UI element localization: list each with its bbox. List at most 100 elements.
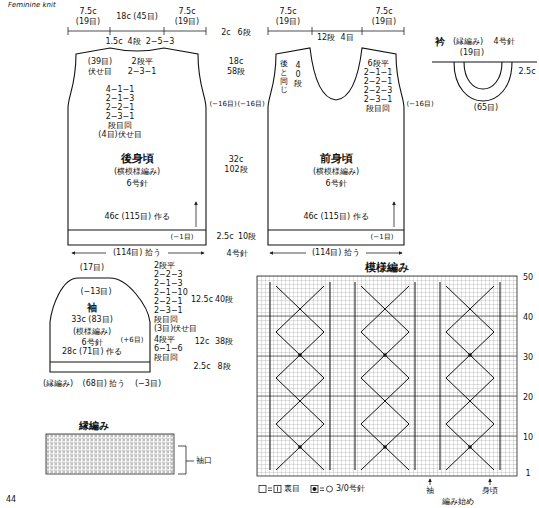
piece-outline-path: [268, 48, 404, 245]
chart-legend: 裏目3/0号針: [258, 483, 365, 494]
dimension-arrow: [366, 253, 402, 254]
dimension-label: (114目) 拾う: [312, 249, 360, 257]
dimension-label: 50: [523, 274, 533, 282]
knit-stitch-marks: [48, 435, 172, 473]
cuff-bracket: [178, 446, 194, 474]
dimension-label: 2−1−3: [154, 280, 183, 288]
dimension-label: 伏せ目: [88, 68, 112, 76]
dimension-label: 10段: [238, 233, 256, 241]
dimension-label: 段目回: [108, 122, 132, 130]
dimension-label: 4目: [340, 34, 353, 42]
dimension-label: 30: [523, 354, 533, 362]
dimension-label: 58段: [227, 68, 245, 76]
dimension-label: 段目回: [154, 316, 178, 324]
dimension-label: 2−2−1: [154, 298, 183, 306]
dimension-label: (19目): [175, 18, 199, 26]
dimension-label: 7.5c: [279, 8, 296, 16]
dimension-label: 2−1−10: [154, 289, 188, 297]
dimension-label: 32c: [229, 156, 244, 164]
dimension-label: 2.5c: [216, 233, 233, 241]
dimension-label: 身頃: [482, 487, 498, 495]
dimension-label: (−3目): [135, 380, 161, 388]
dimension-label: (19目): [460, 49, 484, 57]
direction-arrow: [394, 202, 395, 227]
dimension-label: 2−2−3: [364, 87, 393, 95]
dimension-line: [68, 27, 206, 35]
dimension-label: 2段平: [154, 262, 175, 270]
piece-note: 6号針: [81, 339, 102, 347]
dimension-label: 2−5−3: [146, 38, 175, 46]
bobble-symbol: [298, 353, 302, 357]
dimension-label: (−16目): [209, 101, 236, 108]
chart-grid: [46, 434, 174, 474]
dimension-label: (19目): [372, 18, 396, 26]
dimension-label: 12.5c: [191, 296, 213, 304]
piece-title: 袖: [87, 303, 97, 313]
bobble-symbol: [298, 445, 302, 449]
dimension-label: 40段: [215, 296, 233, 304]
dimension-label: 20: [523, 394, 533, 402]
dimension-label: 2−2−1: [364, 78, 393, 86]
piece-note: (縁編み): [453, 38, 483, 46]
dimension-label: 2−2−3: [154, 271, 183, 279]
dimension-label: 38段: [215, 338, 233, 346]
dimension-label: (−1目): [171, 234, 194, 241]
dimension-label: (縁編み): [43, 380, 73, 388]
dimension-label: 102段: [224, 166, 247, 174]
piece-title: 模様編み: [365, 262, 409, 273]
dimension-label: (−13目): [80, 288, 111, 296]
edging-chart: 縁編み: [44, 420, 180, 478]
dimension-label: 28c (71目) 作る: [62, 348, 122, 356]
dimension-label: 18c: [229, 58, 244, 66]
dimension-label: (+6目): [121, 337, 144, 344]
legend-text: 3/0号針: [336, 483, 365, 494]
dimension-line: [268, 27, 404, 35]
dimension-label: 2.5c: [518, 68, 535, 76]
dimension-label: 7.5c: [79, 8, 96, 16]
dimension-label: 46c (115目) 作る: [104, 213, 169, 221]
legend-entry: 3/0号針: [310, 483, 365, 494]
dimension-label: 4−1−1: [106, 86, 135, 94]
piece-note: (横模様編み): [313, 168, 359, 176]
dimension-label: 40段: [294, 62, 302, 88]
piece-title: 衿: [435, 37, 445, 47]
piece-note: 4号針: [493, 38, 514, 46]
dimension-label: (3目)伏せ目: [154, 325, 197, 333]
dimension-label: 6−1−6: [154, 345, 183, 353]
bobble-symbol: [383, 445, 387, 449]
dimension-label: 44: [6, 496, 16, 504]
dimension-label: 40: [523, 314, 533, 322]
dimension-label: 6段平: [367, 60, 388, 68]
piece-note: (横模様編み): [114, 168, 160, 176]
dimension-label: (65目): [474, 104, 498, 112]
dimension-label: 12c: [195, 338, 210, 346]
dimension-label: 4段: [127, 38, 140, 46]
piece-note: 6号針: [325, 180, 346, 188]
dimension-label: 7.5c: [375, 8, 392, 16]
dimension-label: 18c (45目): [116, 13, 158, 21]
dimension-label: 2.5c: [193, 363, 210, 371]
dimension-label: 2−3−1: [154, 307, 183, 315]
direction-arrow: [490, 479, 491, 485]
dimension-label: 10: [523, 434, 533, 442]
dimension-label: 7.5c: [178, 8, 195, 16]
piece-outline: [255, 260, 520, 480]
dimension-label: 8段: [217, 363, 230, 371]
dimension-arrow: [168, 253, 204, 254]
dimension-label: 4号針: [226, 250, 247, 258]
cable-motif: [270, 282, 500, 470]
piece-note: 6号針: [126, 180, 147, 188]
dimension-label: 46c (115目) 作る: [303, 213, 368, 221]
dimension-label: 2−3−1: [128, 68, 157, 76]
chart-grid: [257, 276, 517, 476]
dimension-label: (17目): [80, 264, 104, 272]
dimension-label: 2−3−1: [106, 113, 135, 121]
dimension-arrow: [72, 253, 106, 254]
bobble-symbol: [468, 445, 472, 449]
dimension-arrow: [270, 253, 306, 254]
dimension-label: 袖: [426, 487, 434, 495]
dimension-label: 袖口: [196, 457, 212, 465]
dimension-label: 1: [525, 470, 530, 478]
dimension-label: 編み始め: [442, 498, 474, 506]
dimension-label: (39目): [88, 58, 112, 66]
